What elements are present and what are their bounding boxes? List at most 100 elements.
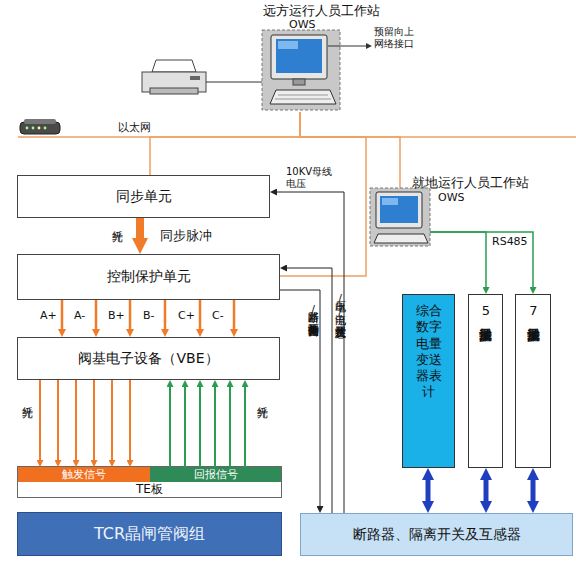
- computer-icon: [370, 188, 430, 246]
- computer-icon: [262, 30, 340, 110]
- connector: [129, 300, 132, 329]
- node-text: OWS: [438, 191, 465, 204]
- workstation: 远方运行人员工作站OWS: [255, 2, 395, 112]
- node-text: 远方运行人员工作站: [263, 2, 380, 20]
- node-text: 回报信号: [194, 467, 238, 482]
- node-text: 触发信号: [62, 467, 106, 482]
- node-text: 断路器、隔离开关及互感器: [353, 526, 521, 544]
- protection-box: 7次滤波器保护单元: [515, 294, 551, 468]
- process-box: 阀基电子设备（VBE）: [17, 337, 280, 380]
- process-box: 控制保护单元: [17, 254, 280, 300]
- connector: [95, 300, 98, 329]
- edge-label: 10KV母线电压: [286, 166, 336, 189]
- connector: [277, 192, 344, 513]
- edge-label: C+: [178, 310, 195, 323]
- node-text: TCR晶闸管阀组: [94, 524, 205, 545]
- router-icon: [32, 127, 35, 130]
- connector: [280, 290, 320, 506]
- connector: [164, 300, 167, 329]
- process-box: 同步单元: [17, 175, 270, 218]
- edge-label: 同步脉冲: [160, 229, 212, 244]
- printer-icon: [142, 60, 262, 94]
- connector: [287, 268, 332, 513]
- connector: [229, 387, 231, 467]
- computer-icon: [278, 95, 328, 96]
- connector: [199, 387, 201, 467]
- node-text: 同步单元: [116, 188, 172, 206]
- connector: [426, 480, 431, 501]
- connector: [484, 480, 489, 501]
- node-text: 综合数字电量变送器表计: [413, 303, 444, 401]
- edge-label: B-: [143, 310, 155, 323]
- computer-icon: [376, 192, 422, 228]
- printer-icon: [190, 76, 200, 80]
- computer-icon: [293, 79, 305, 85]
- node-text: 控制保护单元: [107, 268, 191, 286]
- connector: [136, 218, 144, 238]
- annotation: 以太网: [118, 122, 151, 135]
- computer-icon: [275, 99, 331, 100]
- connector: [214, 387, 216, 467]
- connector: [184, 387, 186, 467]
- connector: [169, 387, 171, 467]
- connector: [244, 387, 246, 467]
- computer-icon: [382, 198, 398, 205]
- node-text: 就地运行人员工作站: [412, 174, 529, 192]
- computer-icon: [380, 196, 418, 223]
- node-text: OWS: [289, 18, 316, 31]
- edge-label: 断路器/隔离开关分合闸指令: [306, 303, 319, 316]
- uplink-arrow: [328, 43, 372, 49]
- connector: [199, 300, 202, 329]
- connector: [129, 380, 131, 460]
- connector: [531, 480, 536, 501]
- connector: [111, 380, 113, 460]
- computer-icon: [278, 41, 298, 49]
- router-icon: [24, 119, 56, 124]
- connector: [430, 232, 533, 287]
- node-text: 7次滤波器保护单元: [524, 303, 542, 467]
- computer-icon: [262, 30, 340, 110]
- node-text: 阀基电子设备（VBE）: [78, 350, 218, 368]
- connector: [233, 300, 236, 329]
- equipment-box: 断路器、隔离开关及互感器: [300, 513, 573, 556]
- router-icon: [38, 127, 41, 130]
- board-box: TE板触发信号 回报信号: [17, 466, 282, 498]
- edge-label: 电压/电流/开关位置状态: [333, 292, 346, 318]
- connector: [280, 112, 366, 276]
- edge-label: A+: [40, 310, 57, 323]
- computer-icon: [270, 90, 336, 104]
- signal-band: 回报信号: [150, 467, 281, 482]
- edge-label: C-: [212, 310, 224, 323]
- router-icon: [44, 127, 47, 130]
- computer-icon: [370, 188, 430, 246]
- uplink-arrow: [366, 43, 372, 49]
- computer-icon: [374, 234, 428, 243]
- signal-band: 触发信号: [18, 467, 150, 482]
- node-text: TE板: [18, 482, 281, 497]
- connector: [39, 380, 41, 460]
- workstation: 就地运行人员工作站OWS: [368, 176, 536, 232]
- node-text: 5次滤波器保护单元: [477, 303, 495, 467]
- router-icon: [20, 119, 60, 134]
- connector: [61, 300, 64, 329]
- connector: [430, 232, 486, 287]
- connector: [93, 380, 95, 460]
- printer-icon: [150, 88, 198, 94]
- uplink-arrow: [328, 46, 366, 47]
- connector: [150, 112, 300, 175]
- connector: [75, 380, 77, 460]
- edge-label: A-: [74, 310, 85, 323]
- annotation: 预留向上网络接口: [374, 26, 418, 49]
- computer-icon: [276, 39, 322, 73]
- printer-icon: [206, 82, 262, 83]
- edge-label: B+: [108, 310, 125, 323]
- ethernet-bus: [399, 176, 401, 189]
- protection-box: 5次滤波器保护单元: [468, 294, 503, 468]
- printer-icon: [152, 60, 196, 72]
- computer-icon: [271, 35, 327, 79]
- router-icon: [26, 127, 29, 130]
- valve-box: TCR晶闸管阀组: [17, 512, 282, 556]
- meter-box: 综合数字电量变送器表计: [402, 294, 455, 468]
- edge-label: RS485: [492, 236, 528, 249]
- ethernet-bus: [18, 136, 576, 138]
